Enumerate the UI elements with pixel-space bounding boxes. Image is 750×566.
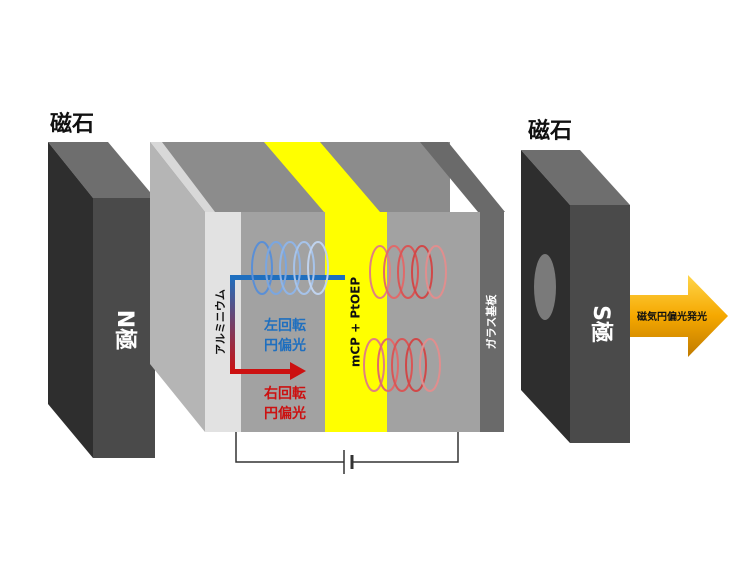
- magnet-n-pole-label: N極: [112, 310, 138, 350]
- left-circular-path: [230, 275, 345, 280]
- circuit: [235, 432, 459, 474]
- magnet-s-top: [521, 150, 630, 205]
- magnet-n-side: [48, 142, 93, 458]
- electrode-top-strip: [150, 142, 215, 212]
- coil-red-bottom: [363, 338, 441, 392]
- coil-red-top: [369, 245, 447, 299]
- output-arrow-label: 磁気円偏光発光: [637, 310, 707, 323]
- left-circular-label-2: 円偏光: [264, 337, 306, 354]
- coil-blue-left: [251, 241, 329, 295]
- substrate-front: [480, 212, 504, 432]
- path-connector: [230, 276, 235, 372]
- right-circular-label-1: 右回転: [263, 385, 306, 402]
- magnet-n-front: [93, 198, 155, 458]
- electrode-label: アルミニウム: [214, 289, 227, 355]
- right-circular-label-2: 円偏光: [264, 405, 306, 422]
- magnet-s-aperture: [534, 254, 556, 320]
- substrate-top-strip: [420, 142, 505, 212]
- device-side-face: [150, 142, 205, 432]
- polarization-paths: [230, 275, 345, 380]
- emitter-label: mCP + PtOEP: [349, 277, 363, 367]
- magnet-s: S極: [521, 150, 630, 443]
- magnet-right-heading: 磁石: [528, 118, 572, 144]
- output-arrow-shape: [630, 275, 728, 357]
- magnet-n-top: [48, 142, 155, 198]
- device-stack: アルミニウム mCP + PtOEP ガラス基板: [150, 142, 505, 432]
- magnet-n: N極: [48, 142, 155, 458]
- magnet-left-heading: 磁石: [50, 111, 94, 137]
- output-arrow: 磁気円偏光発光: [630, 275, 728, 357]
- left-circular-label-1: 左回転: [263, 317, 306, 334]
- magnet-s-front: [570, 205, 630, 443]
- magnet-s-pole-label: S極: [588, 305, 614, 343]
- circuit-wire-left: [235, 432, 344, 463]
- substrate-label: ガラス基板: [484, 294, 498, 350]
- right-circular-arrowhead: [290, 362, 306, 380]
- emitter-top-strip: [264, 142, 380, 212]
- right-circular-path: [230, 369, 292, 374]
- circuit-wire-right: [352, 432, 459, 463]
